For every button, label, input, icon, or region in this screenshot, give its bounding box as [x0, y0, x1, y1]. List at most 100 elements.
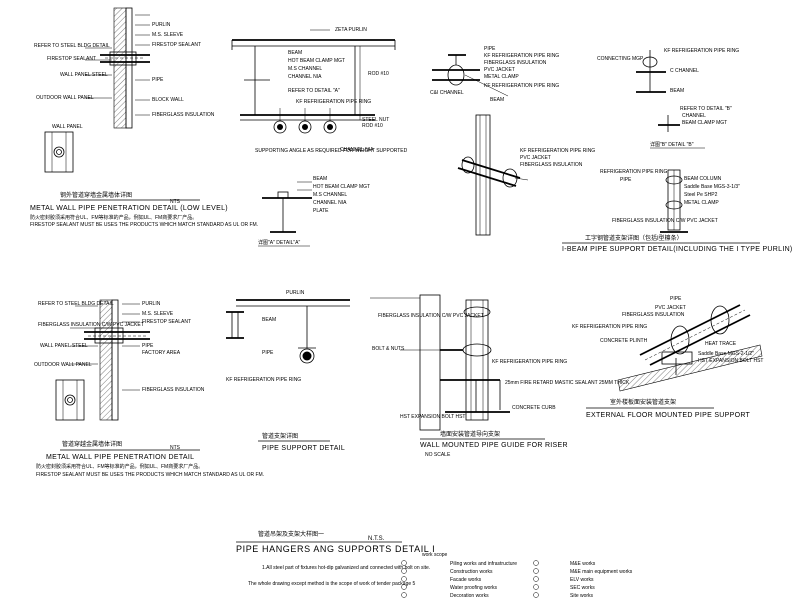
d4-label-4: PURLIN: [142, 301, 161, 307]
legend-col2-2: ELV works: [570, 577, 594, 583]
d3-side-1: FIBERGLASS INSULATION: [520, 162, 583, 168]
detail-pipe-support: PURLIN BEAM PIPE KF REFRIGERATION PIPE R…: [226, 290, 350, 452]
d1-label-2: WALL PANEL STEEL: [60, 72, 108, 78]
d7-label-5: HEAT TRACE: [705, 341, 737, 347]
d3-side-7: Steel Pe SHP2: [684, 192, 718, 198]
d2-label-7: CHANNEL NIA: [340, 147, 374, 153]
d2-label-8: SUPPORTING ANGLE AS REQUIRED FOR WEIGHT …: [255, 148, 408, 154]
legend-title: work scope: [422, 552, 448, 558]
d1-label-4: WALL PANEL: [52, 124, 83, 130]
d2-sub-1: HOT BEAM CLAMP MGT: [313, 184, 370, 190]
d4-title-en: METAL WALL PIPE PENETRATION DETAIL: [46, 454, 194, 461]
d4-label-3: OUTDOOR WALL PANEL: [34, 362, 92, 368]
d2-sub-2: M.S CHANNEL: [313, 192, 347, 198]
d3-label-4: METAL CLAMP: [484, 74, 519, 80]
d1-title-scale: NTS: [170, 199, 181, 205]
d2-label-10: STEEL NUT: [362, 117, 389, 123]
d4-note-cn: 防火密封胶须采用符合UL、FM等标准的产品，例如UL、FM商要求厂产品。: [36, 463, 203, 470]
d6-label-1: BOLT & NUTS: [372, 346, 405, 352]
d3-label-7: BEAM: [490, 97, 504, 103]
d4-label-5: M.S. SLEEVE: [142, 311, 174, 317]
d6-label-5: HST EXPANSION BOLT HST: [400, 414, 465, 420]
d1-label-5: PURLIN: [152, 22, 171, 28]
d2-label-0: ZETA PURLIN: [335, 27, 367, 33]
sheet-scale: N.T.S.: [368, 536, 385, 542]
d1-title-cn: 钢外管道穿墙金属墙体详图: [60, 191, 132, 199]
d3-side-4: KF REFRIGERATION PIPE RING: [520, 148, 595, 154]
d1-label-0: REFER TO STEEL BLDG DETAIL: [34, 43, 110, 49]
d3-side-5: BEAM COLUMN: [684, 176, 722, 182]
legend-col2-4: Site works: [570, 593, 594, 599]
d2-label-9: ROD #10: [368, 71, 389, 77]
d3-side-6: Saddle Base MGS-3-1/3": [684, 184, 740, 190]
d3-right-6: BEAM CLAMP MGT: [682, 120, 727, 126]
sheet-title-en: PIPE HANGERS ANG SUPPORTS DETAIL I: [236, 544, 435, 554]
d1-label-9: BLOCK WALL: [152, 97, 184, 103]
d1-note-cn: 防火密封胶须采用符合UL、FM等标准的产品，例如UL、FM商要求厂产品。: [30, 214, 197, 221]
detail-wall-mounted-riser-guide: FIBERGLASS INSULATION C/W PVC JACKET BOL…: [370, 294, 630, 458]
d4-label-2: WALL PANEL STEEL: [40, 343, 88, 349]
d1-note-en: FIRESTOP SEALANT MUST BE USES THE PRODUC…: [30, 222, 258, 228]
work-scope-legend: work scope Piling works and infrastructu…: [401, 552, 633, 599]
d4-title-scale: NTS: [170, 445, 181, 451]
legend-col1-3: Water proofing works: [450, 585, 498, 591]
sheet-note-1: The whole drawing except method is the s…: [248, 581, 416, 587]
d2-label-6: KF REFRIGERATION PIPE RING: [296, 99, 371, 105]
legend-col1-4: Decoration works: [450, 593, 489, 599]
d2-label-2: HOT BEAM CLAMP MGT: [288, 58, 345, 64]
d4-label-0: REFER TO STEEL BLDG DETAIL: [38, 301, 114, 307]
d4-label-6: FIRESTOP SEALANT: [142, 319, 191, 325]
detail-ibeam-pipe-support: PIPE KF REFRIGERATION PIPE RING FIBERGLA…: [430, 46, 793, 253]
d7-title-en: EXTERNAL FLOOR MOUNTED PIPE SUPPORT: [586, 412, 751, 419]
d3-side-0: PVC JACKET: [520, 155, 551, 161]
sheet-title-cn: 管道吊架及支架大样图一: [258, 530, 324, 538]
d4-label-7: PIPE: [142, 343, 154, 349]
d5-label-3: KF REFRIGERATION PIPE RING: [226, 377, 301, 383]
d5-label-1: BEAM: [262, 317, 276, 323]
d4-label-8: FACTORY AREA: [142, 350, 181, 356]
d6-label-4: CONCRETE CURB: [512, 405, 556, 411]
legend-col1-0: Piling works and infrastructure: [450, 561, 517, 567]
legend-col1-2: Facade works: [450, 577, 482, 583]
detail-rod-hanger-assembly: ZETA PURLIN BEAM HOT BEAM CLAMP MGT M.S …: [231, 27, 408, 247]
d4-label-9: FIBERGLASS INSULATION: [142, 387, 205, 393]
d2-label-5: REFER TO DETAIL "A": [288, 88, 340, 94]
d6-title-cn: 墙面安装管道导向支架: [440, 430, 500, 438]
d6-scale: NO SCALE: [425, 452, 451, 458]
d3-right-7: 详图"B" DETAIL "B": [650, 141, 694, 148]
d2-label-4: CHANNEL NIA: [288, 74, 322, 80]
d3-side-9: FIBERGLASS INSULATION C/W PVC JACKET: [612, 218, 718, 224]
d6-title-en: WALL MOUNTED PIPE GUIDE FOR RISER: [420, 442, 568, 449]
legend-col2-3: SEC works: [570, 585, 595, 591]
d3-right-0: KF REFRIGERATION PIPE RING: [664, 48, 739, 54]
legend-col2-0: M&E works: [570, 561, 596, 567]
d2-detail-title: 详图"A" DETAIL"A": [258, 239, 301, 246]
d1-label-6: M.S. SLEEVE: [152, 32, 184, 38]
d7-label-4: CONCRETE PLINTH: [600, 338, 648, 344]
d1-label-10: FIBERGLASS INSULATION: [152, 112, 215, 118]
d3-label-0: PIPE: [484, 46, 496, 52]
d3-label-3: PVC JACKET: [484, 67, 515, 73]
d7-label-3: FIBERGLASS INSULATION: [622, 312, 685, 318]
d4-label-1: FIBERGLASS INSULATION C/W PVC JACKET: [38, 322, 144, 328]
detail-external-floor-mounted-support: PIPE PVC JACKET KF REFRIGERATION PIPE RI…: [572, 296, 763, 419]
d3-label-6: KF REFRIGERATION PIPE RING: [484, 83, 559, 89]
d7-label-1: PVC JACKET: [655, 305, 686, 311]
d2-sub-3: CHANNEL NIA: [313, 200, 347, 206]
d5-label-0: PURLIN: [286, 290, 305, 296]
d4-note-en: FIRESTOP SEALANT MUST BE USES THE PRODUC…: [36, 472, 264, 478]
d3-title-en: I-BEAM PIPE SUPPORT DETAIL(INCLUDING THE…: [562, 246, 793, 253]
d3-right-3: BEAM: [670, 88, 684, 94]
d5-title-en: PIPE SUPPORT DETAIL: [262, 445, 345, 452]
d3-side-3: PIPE: [620, 177, 632, 183]
d3-right-2: C CHANNEL: [670, 68, 699, 74]
d2-sub-0: BEAM: [313, 176, 327, 182]
d3-title-cn: 工字钢管道支架详图（包括I型檩条）: [585, 234, 683, 242]
d2-label-1: BEAM: [288, 50, 302, 56]
d7-label-7: HST EXPANSION BOLT HST: [698, 358, 763, 364]
d3-label-2: FIBERGLASS INSULATION: [484, 60, 547, 66]
d7-title-cn: 室外楼板面安装管道支架: [610, 398, 676, 406]
d1-label-8: PIPE: [152, 77, 164, 83]
d3-label-1: KF REFRIGERATION PIPE RING: [484, 53, 559, 59]
d2-sub-4: PLATE: [313, 208, 329, 214]
